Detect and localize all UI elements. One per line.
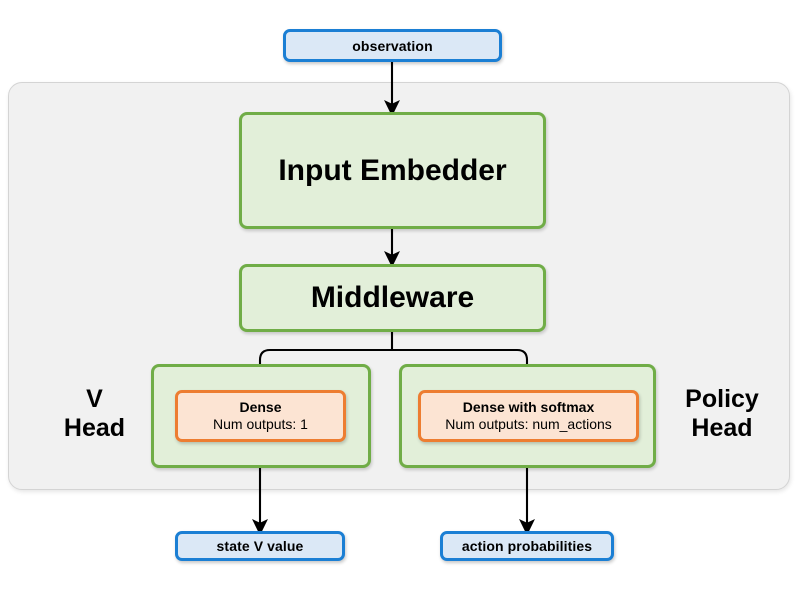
observation-label: observation — [352, 37, 433, 54]
state-v-value-label: state V value — [216, 538, 304, 554]
input-embedder-label: Input Embedder — [278, 153, 507, 187]
policy-head-label-line1: Policy — [685, 385, 759, 413]
v-head-label-line1: V — [86, 385, 103, 413]
middleware-box[interactable]: Middleware — [239, 264, 546, 332]
policy-head-dense-box[interactable]: Dense with softmax Num outputs: num_acti… — [418, 390, 639, 442]
v-head-dense-box[interactable]: Dense Num outputs: 1 — [175, 390, 346, 442]
policy-head-label-line2: Head — [691, 413, 753, 442]
policy-head-dense-subtitle: Num outputs: num_actions — [445, 416, 612, 432]
policy-head-dense-title: Dense with softmax — [462, 398, 595, 415]
state-v-value-box[interactable]: state V value — [175, 531, 345, 561]
middleware-label: Middleware — [310, 281, 475, 314]
observation-box[interactable]: observation — [283, 29, 502, 62]
policy-head-label: Policy Head — [662, 385, 782, 443]
action-probabilities-label: action probabilities — [461, 538, 593, 554]
v-head-dense-subtitle: Num outputs: 1 — [213, 416, 308, 432]
action-probabilities-box[interactable]: action probabilities — [440, 531, 614, 561]
input-embedder-box[interactable]: Input Embedder — [239, 112, 546, 229]
v-head-dense-title: Dense — [239, 398, 282, 415]
v-head-label: V Head — [42, 385, 147, 443]
v-head-label-line2: Head — [63, 413, 126, 442]
